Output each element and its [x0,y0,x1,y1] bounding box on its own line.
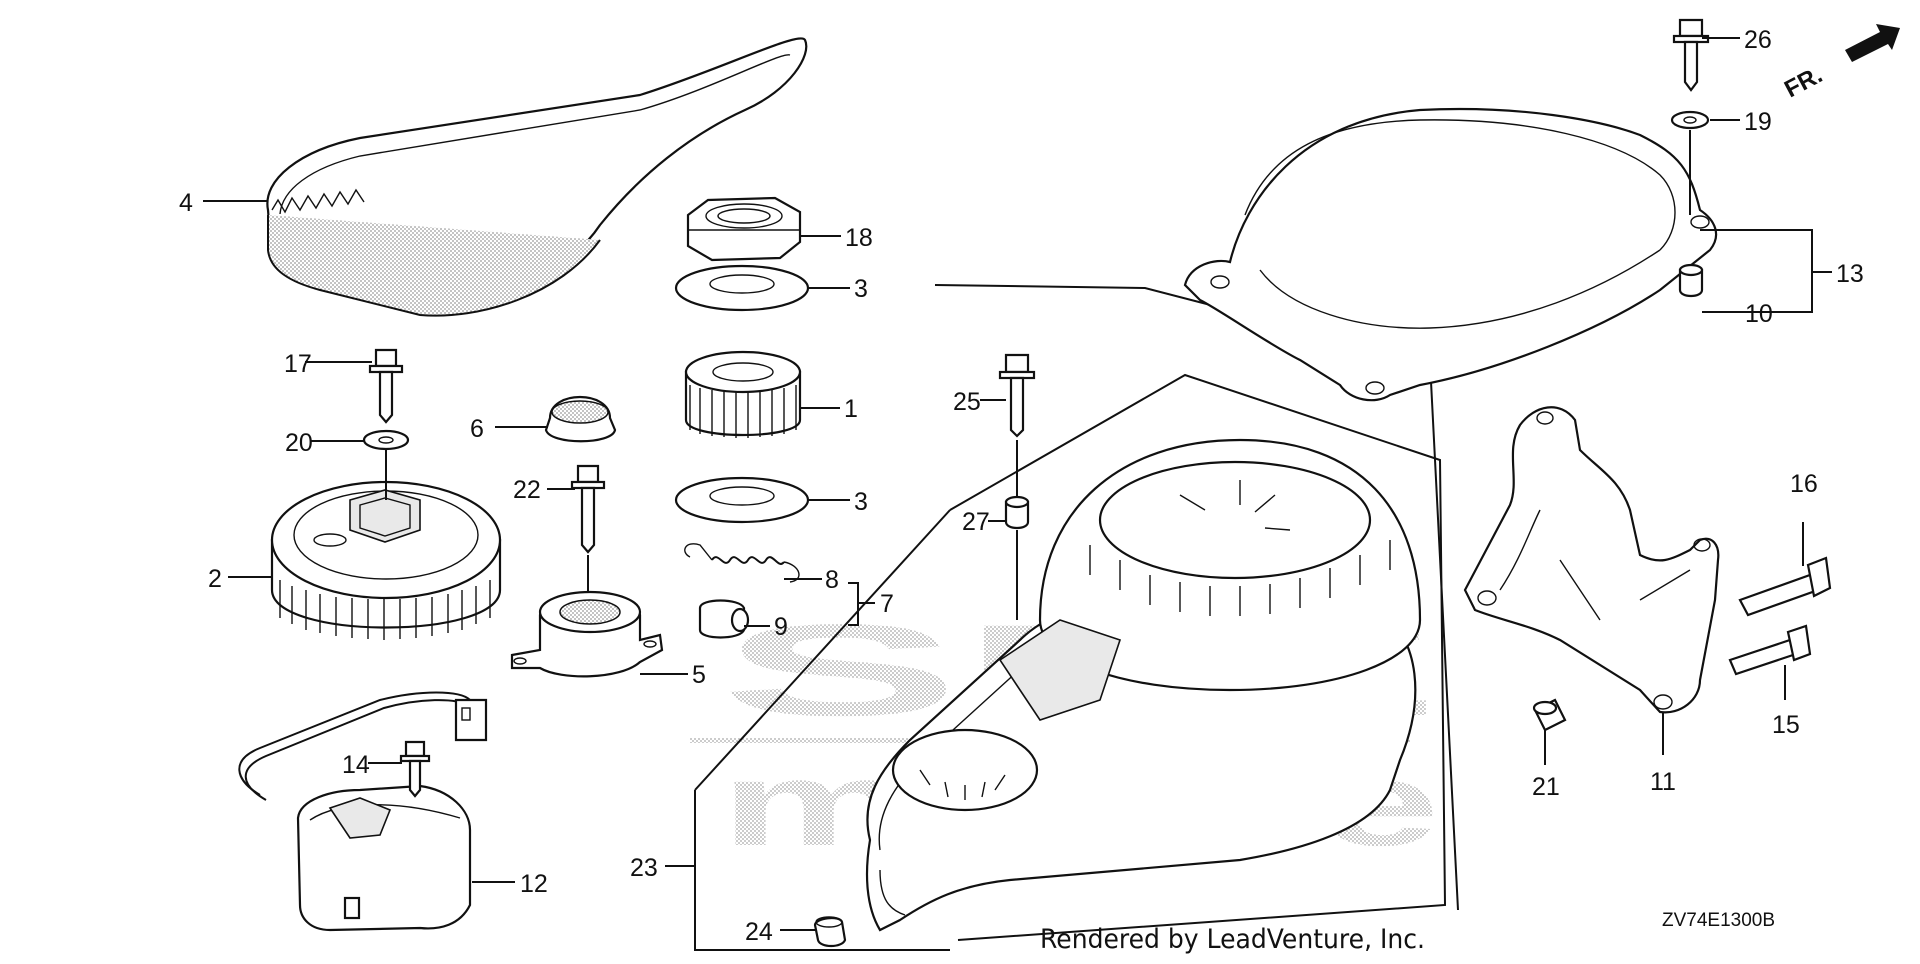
part-24-grommet[interactable] [813,916,847,948]
callout-11: 11 [1650,768,1676,796]
callout-24: 24 [745,918,773,946]
callout-16: 16 [1790,470,1818,498]
part-15-bolt[interactable] [1728,624,1812,676]
part-23-recoil-starter[interactable] [865,438,1422,932]
part-3-washer-upper[interactable] [674,264,810,312]
callout-8: 8 [825,566,839,594]
render-credit: Rendered by LeadVenture, Inc. [1040,924,1425,955]
part-19-washer[interactable] [1670,110,1710,130]
callout-25: 25 [953,388,981,416]
callout-12: 12 [520,870,548,898]
part-14-bolt[interactable] [399,740,431,798]
leader-lines [203,37,1832,931]
callout-22: 22 [513,476,541,504]
callout-27: 27 [962,508,990,536]
callout-6: 6 [470,415,484,443]
callout-9: 9 [774,613,788,641]
part-1-drive-pulley[interactable] [684,350,802,438]
part-22-bolt[interactable] [570,464,606,554]
part-10-collar[interactable] [1678,263,1704,298]
callout-1: 1 [844,395,858,423]
front-direction-marker: FR. [1780,24,1900,103]
part-12-pulser-coil[interactable] [238,691,488,932]
callout-26: 26 [1744,26,1772,54]
callout-15: 15 [1772,711,1800,739]
callout-14: 14 [342,751,370,779]
callout-5: 5 [692,661,706,689]
part-4-timing-belt[interactable] [266,37,808,317]
part-16-bolt[interactable] [1738,556,1832,617]
part-9-collar[interactable] [698,599,750,639]
callout-labels: 4 18 3 17 25 1 20 6 22 3 27 2 8 7 9 5 14… [179,26,1864,946]
part-13-starter-cover[interactable] [1183,107,1718,402]
callout-7: 7 [880,590,894,618]
drawing-code: ZV74E1300B [1662,910,1775,931]
callout-17: 17 [284,350,312,378]
part-2-driven-pulley[interactable] [270,480,502,640]
part-25-bolt[interactable] [998,353,1036,438]
callout-2: 2 [208,565,222,593]
part-11-bracket[interactable] [1463,406,1720,714]
part-6-cap[interactable] [544,396,617,443]
part-3-washer-lower[interactable] [674,476,810,524]
callout-20: 20 [285,429,313,457]
part-5-tensioner[interactable] [510,590,664,678]
part-17-bolt[interactable] [368,348,404,424]
callout-23: 23 [630,854,658,882]
callout-18: 18 [845,224,873,252]
callout-21: 21 [1532,773,1560,801]
callout-4: 4 [179,189,193,217]
callout-3b: 3 [854,488,868,516]
part-27-collar[interactable] [1004,495,1030,530]
front-marker-text: FR. [1780,61,1827,103]
callout-10: 10 [1745,300,1773,328]
part-26-bolt[interactable] [1672,18,1710,92]
callout-3a: 3 [854,275,868,303]
part-8-spring[interactable] [684,543,800,583]
part-21-damper[interactable] [1532,698,1567,732]
callout-13: 13 [1836,260,1864,288]
part-18-nut[interactable] [686,196,802,262]
callout-19: 19 [1744,108,1772,136]
part-20-washer[interactable] [362,429,410,451]
